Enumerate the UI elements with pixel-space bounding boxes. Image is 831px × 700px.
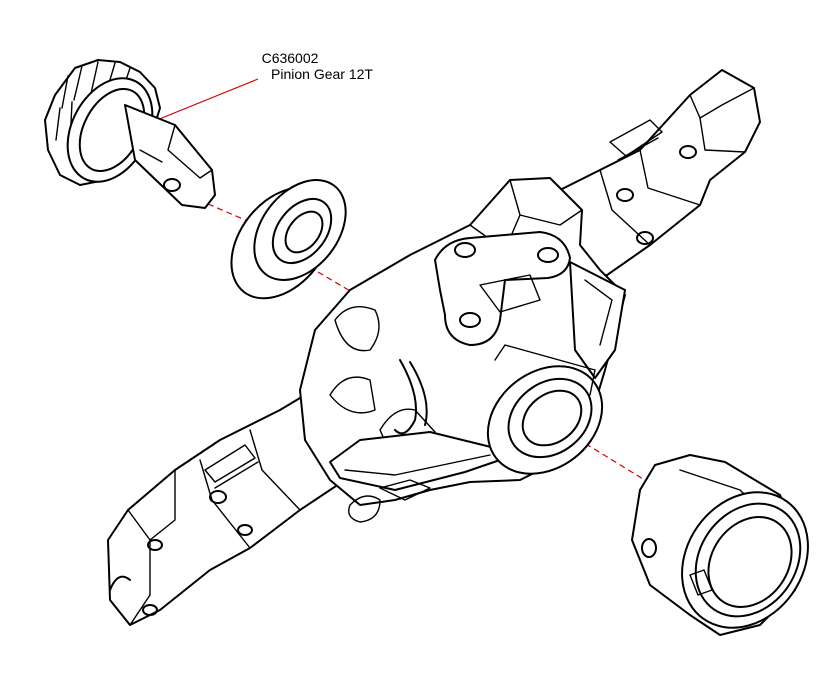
callout-leader-line: [151, 78, 259, 123]
pinion-axis-line-2: [317, 271, 353, 293]
bearing: [230, 179, 347, 300]
output-cup: [631, 454, 809, 636]
output-axis-line: [559, 427, 649, 483]
part-name-label: Pinion Gear 12T: [271, 66, 373, 82]
part-number-label: C636002: [262, 50, 319, 66]
pinion-axis-line: [207, 203, 251, 223]
pinion-gear: [44, 59, 216, 209]
axle-housing: [107, 69, 761, 626]
